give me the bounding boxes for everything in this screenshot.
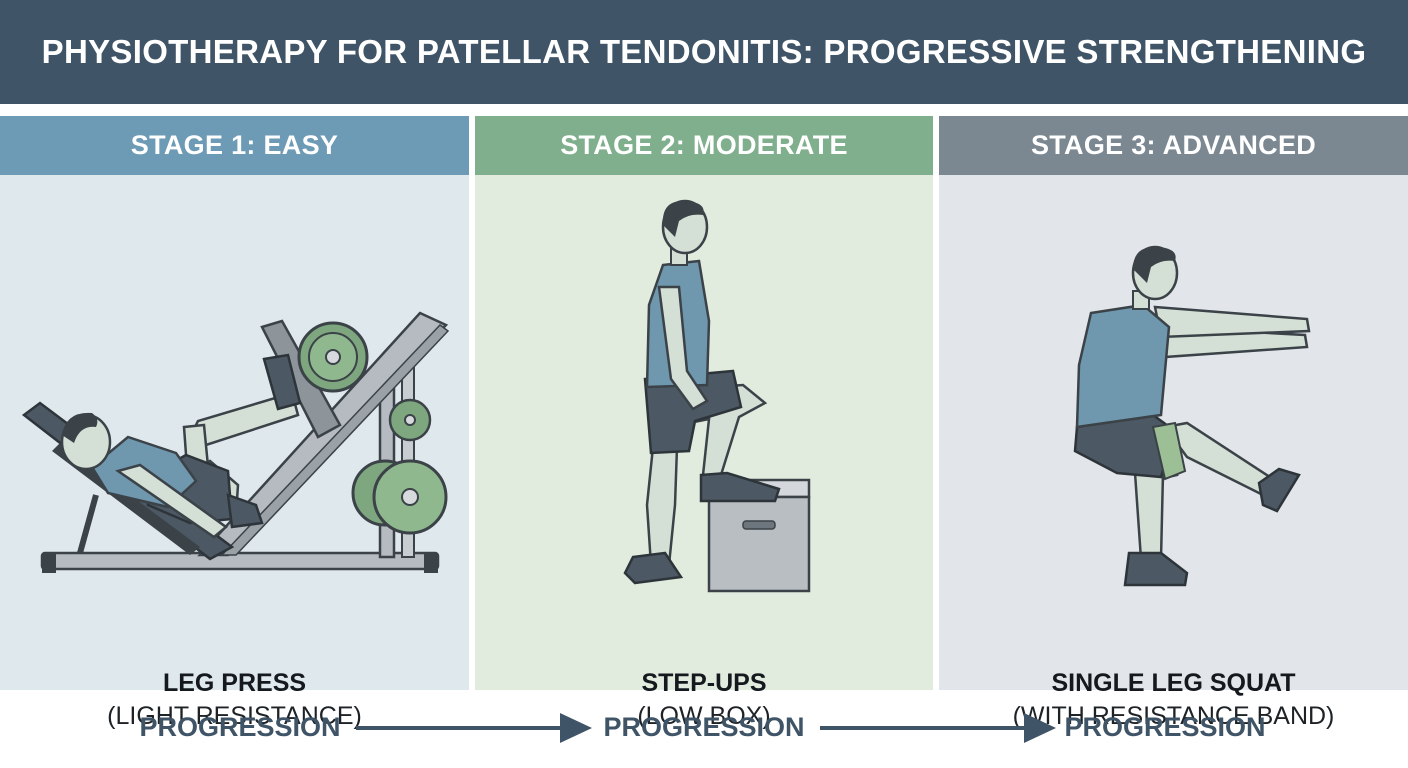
stage-3-exercise: SINGLE LEG SQUAT <box>1051 669 1296 697</box>
page-title: PHYSIOTHERAPY FOR PATELLAR TENDONITIS: P… <box>41 33 1367 70</box>
stage-1-body: LEG PRESS (LIGHT RESISTANCE) <box>0 175 469 730</box>
stage-2-body: STEP-UPS (LOW BOX) <box>475 175 933 730</box>
stage-3-note: (WITH RESISTANCE BAND) <box>1012 702 1335 730</box>
stage-2-heading: STAGE 2: MODERATE <box>560 130 848 160</box>
leg-press-illustration <box>21 311 450 573</box>
stage-1-panel: STAGE 1: EASY <box>0 116 469 730</box>
progression-label-2: PROGRESSION <box>603 712 805 742</box>
stage-1-exercise: LEG PRESS <box>162 669 307 697</box>
stage-3-header: STAGE 3: ADVANCED <box>939 116 1408 175</box>
stage-2-note: (LOW BOX) <box>637 702 771 730</box>
step-ups-illustration <box>623 199 811 593</box>
progression-label-3: PROGRESSION <box>1064 712 1266 742</box>
progression-arrow-1 <box>356 713 592 743</box>
stage-1-note: (LIGHT RESISTANCE) <box>107 702 362 730</box>
title-banner: PHYSIOTHERAPY FOR PATELLAR TENDONITIS: P… <box>0 0 1408 104</box>
stage-1-header: STAGE 1: EASY <box>0 116 469 175</box>
stage-1-heading: STAGE 1: EASY <box>130 130 339 160</box>
single-leg-squat-illustration <box>1073 245 1311 587</box>
stage-2-panel: STAGE 2: MODERATE S <box>475 116 933 730</box>
progression-label-1: PROGRESSION <box>139 712 341 742</box>
progression-arrow-2 <box>820 713 1056 743</box>
stage-2-exercise: STEP-UPS <box>641 669 767 697</box>
stage-3-body: SINGLE LEG SQUAT (WITH RESISTANCE BAND) <box>939 175 1408 730</box>
stage-2-header: STAGE 2: MODERATE <box>475 116 933 175</box>
stage-3-panel: STAGE 3: ADVANCED <box>939 116 1408 730</box>
stage-3-heading: STAGE 3: ADVANCED <box>1030 130 1317 160</box>
